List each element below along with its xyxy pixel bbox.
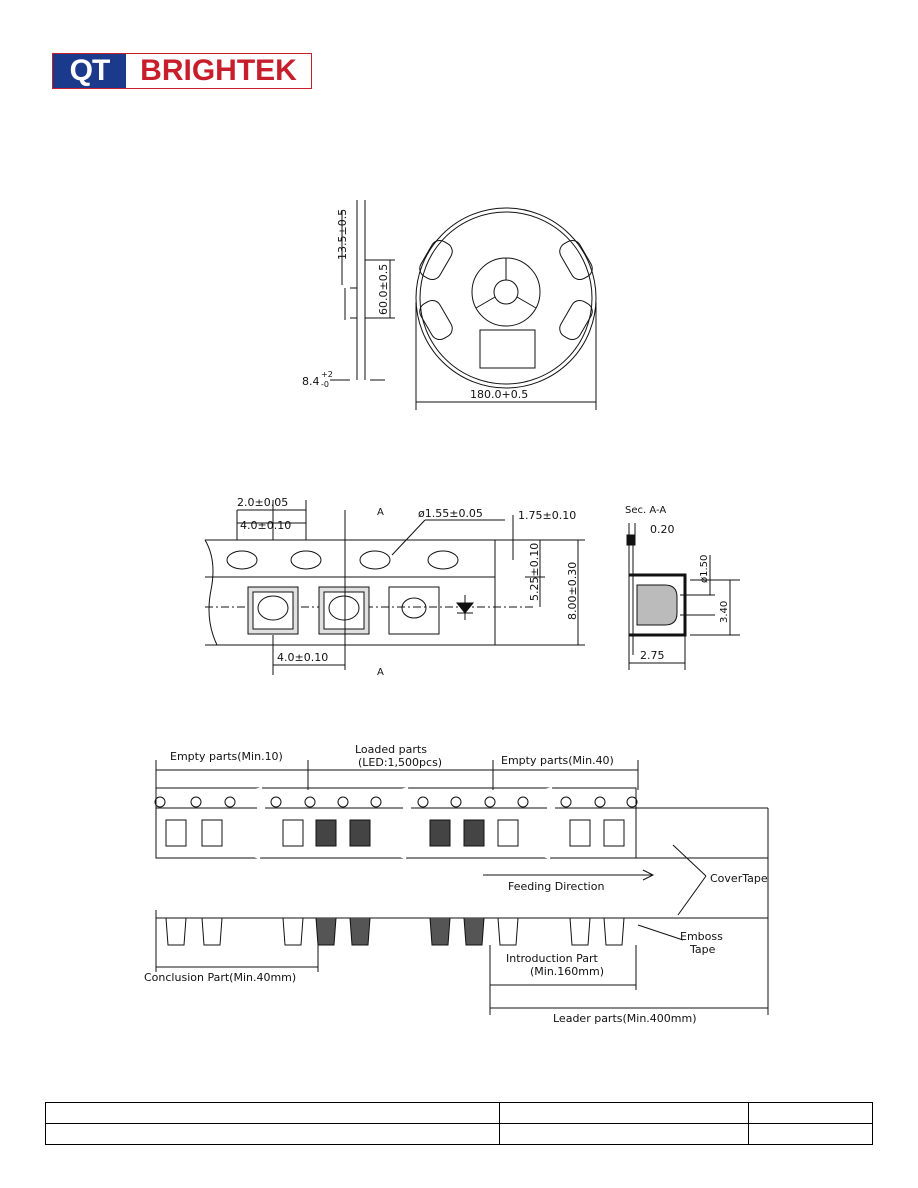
tape-dim-p0: 4.0±0.10 <box>240 519 291 532</box>
label-loaded-line1: Loaded parts <box>355 743 427 756</box>
footer-cell <box>45 1123 500 1145</box>
reel-dim-diameter: 180.0+0.5 <box>470 388 528 401</box>
label-intro-line1: Introduction Part <box>506 952 599 965</box>
label-loaded-line2: (LED:1,500pcs) <box>358 756 442 769</box>
label-empty-end: Empty parts(Min.40) <box>501 754 614 767</box>
reel-dim-width-tol-plus: +2 <box>321 370 333 379</box>
footer-table <box>45 1102 873 1145</box>
section-mark-bottom: A <box>377 667 384 678</box>
tape-dim-p2: 2.0±0.05 <box>237 496 288 509</box>
tape-dim-p1: 4.0±0.10 <box>277 651 328 664</box>
carrier-tape-drawing: 2.0±0.05 4.0±0.10 ø1.55±0.05 1.75±0.10 5… <box>204 496 585 678</box>
label-leader-parts: Leader parts(Min.400mm) <box>553 1012 697 1025</box>
label-feeding-direction: Feeding Direction <box>508 880 604 893</box>
tape-dim-hole: ø1.55±0.05 <box>418 507 483 520</box>
section-dim-t: 0.20 <box>650 523 675 536</box>
logo-qt: QT <box>53 54 126 88</box>
footer-cell <box>748 1123 873 1145</box>
footer-cell <box>748 1102 873 1124</box>
label-empty-start: Empty parts(Min.10) <box>170 750 283 763</box>
footer-cell <box>499 1123 749 1145</box>
tape-dim-e: 1.75±0.10 <box>518 509 576 522</box>
company-logo: QT BRIGHTEK <box>52 53 312 89</box>
section-dim-b0: 3.40 <box>719 601 730 623</box>
section-mark-top: A <box>377 507 384 518</box>
tape-dim-f: 5.25±0.10 <box>528 543 541 601</box>
reel-dim-width-tol-minus: -0 <box>321 380 329 389</box>
label-emboss-line1: Emboss <box>680 930 723 943</box>
footer-cell <box>45 1102 500 1124</box>
reel-dim-width: 8.4 <box>302 375 320 388</box>
leader-trailer-drawing: Empty parts(Min.10) Loaded parts (LED:1,… <box>144 743 769 1025</box>
footer-row <box>45 1102 873 1124</box>
label-intro-line2: (Min.160mm) <box>530 965 604 978</box>
reel-dim-height: 13.5±0.5 <box>336 209 349 260</box>
label-conclusion: Conclusion Part(Min.40mm) <box>144 971 296 984</box>
label-cover-tape: CoverTape <box>710 872 768 885</box>
section-dim-d1: ø1.50 <box>699 555 710 583</box>
tape-dim-w: 8.00±0.30 <box>566 562 579 620</box>
reel-drawing: 13.5±0.5 60.0±0.5 8.4 +2 -0 180.0+0.5 <box>302 200 597 410</box>
reel-dim-hub: 60.0±0.5 <box>377 264 390 315</box>
logo-brightek: BRIGHTEK <box>140 54 297 87</box>
section-title: Sec. A-A <box>625 505 666 516</box>
section-a-a-drawing: Sec. A-A 0.20 ø1.50 3.40 2.75 <box>625 505 740 670</box>
section-dim-k0: 2.75 <box>640 649 665 662</box>
label-emboss-line2: Tape <box>689 943 716 956</box>
footer-cell <box>499 1102 749 1124</box>
footer-row <box>45 1123 873 1145</box>
